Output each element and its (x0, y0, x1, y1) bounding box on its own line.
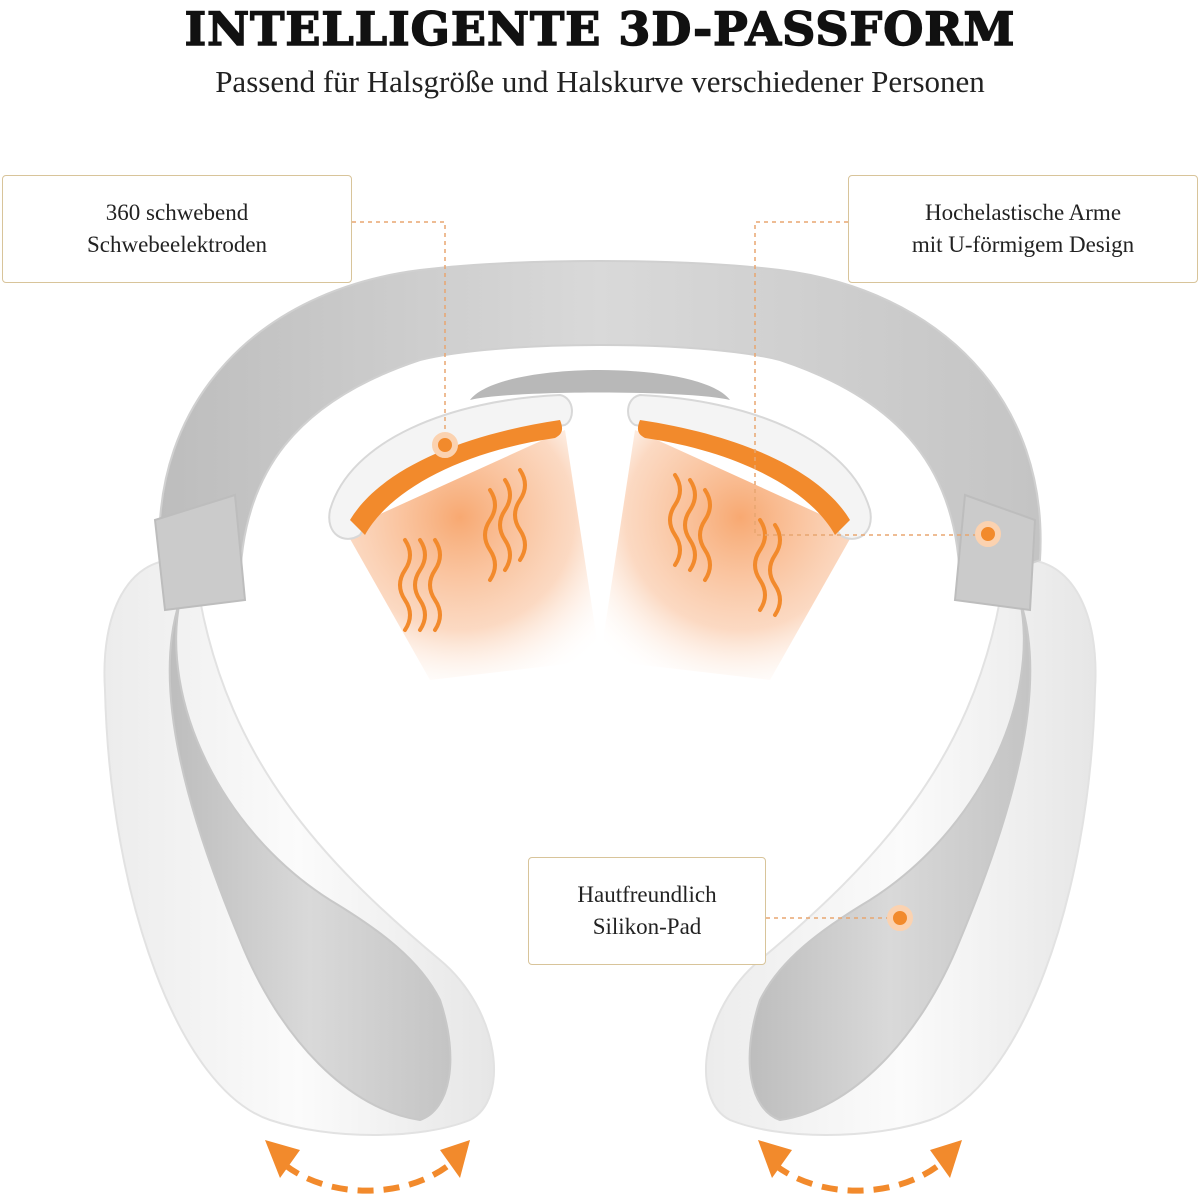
marker-dot-electrodes (432, 432, 458, 458)
callout-pad-line2: Silikon-Pad (592, 914, 702, 939)
right-inner-arm (748, 599, 1032, 1122)
arrow-head-left-a (265, 1140, 300, 1178)
callout-electrodes: 360 schwebend Schwebeelektroden (2, 175, 352, 283)
right-joint (953, 493, 1037, 612)
callout-pad: Hautfreundlich Silikon-Pad (528, 857, 766, 965)
right-electrode-strip (637, 420, 850, 535)
leader-electrodes (352, 221, 446, 445)
arrow-head-right-b (930, 1140, 962, 1178)
marker-dot-arms (975, 521, 1001, 547)
neck-band (158, 260, 1042, 592)
page-title: INTELLIGENTE 3D-PASSFORM (184, 1, 1016, 57)
callout-electrodes-line1: 360 schwebend (105, 200, 249, 225)
left-inner-arm (168, 599, 452, 1122)
heat-glow-right (600, 430, 855, 680)
left-electrode-strip (350, 420, 563, 535)
callout-arms: Hochelastische Arme mit U-förmigem Desig… (848, 175, 1198, 283)
flex-arrow-right-icon (773, 1157, 947, 1194)
callout-arms-line1: Hochelastische Arme (924, 200, 1122, 225)
callout-pad-line1: Hautfreundlich (577, 882, 717, 907)
callout-arms-line2: mit U-förmigem Design (911, 232, 1135, 257)
marker-dot-pad (887, 905, 913, 931)
flex-arrow-left-icon (283, 1157, 457, 1194)
leader-arms (754, 221, 985, 536)
callout-electrodes-line2: Schwebeelektroden (86, 232, 268, 257)
arrow-head-right-a (758, 1140, 792, 1178)
page-subtitle: Passend für Halsgröße und Halskurve vers… (215, 64, 985, 99)
left-joint (153, 493, 247, 612)
marker-dots (432, 432, 1001, 931)
arrow-head-left-b (440, 1140, 470, 1178)
